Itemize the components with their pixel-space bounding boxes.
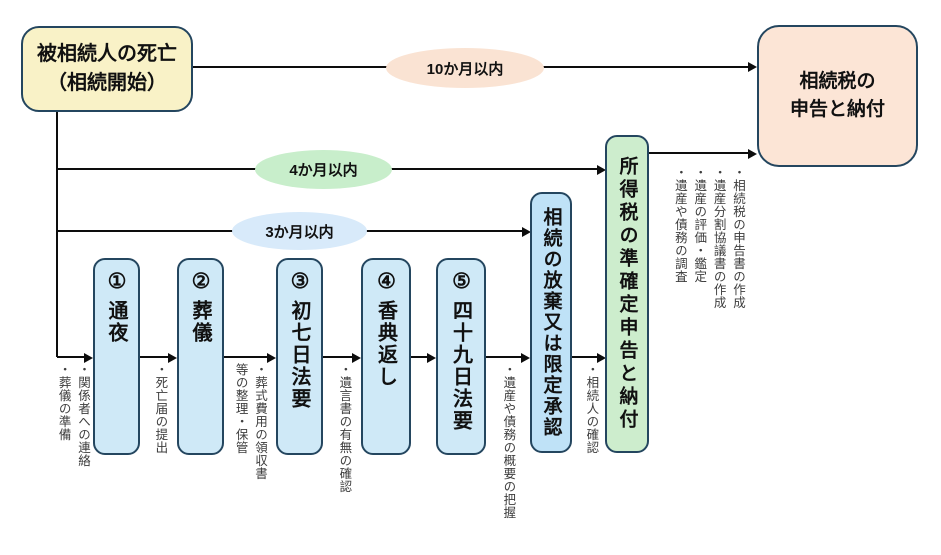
deadline-3-months-label: 3か月以内 — [265, 223, 334, 241]
step-1-label: 通夜 — [105, 300, 127, 344]
arrowhead-to-income-tax — [597, 165, 606, 175]
step-box-3: ③ 初七日法要 — [276, 258, 323, 455]
deadline-badge-4-months: 4か月以内 — [255, 150, 392, 189]
step-1-text: ① 通夜 — [105, 269, 128, 453]
arrowhead-to-result — [748, 62, 757, 72]
step-box-5: ⑤ 四十九日法要 — [436, 258, 486, 455]
arrowhead-to-renounce — [522, 227, 531, 237]
deadline-4-months-label: 4か月以内 — [289, 162, 358, 179]
note-after-step5: ・遺産や債務の概要の把握 — [501, 363, 516, 519]
note-after-step3: ・遺言書の有無の確認 — [337, 363, 352, 493]
step-4-label: 香典返し — [374, 300, 397, 388]
step-5-label: 四十九日法要 — [449, 300, 472, 432]
step-box-4: ④ 香典返し — [361, 258, 411, 455]
arrowhead-step1 — [84, 353, 93, 363]
deadline-badge-3-months: 3か月以内 — [232, 212, 367, 250]
renounce-label: 相続の放棄又は限定承認 — [540, 207, 562, 438]
connector-step1-step2 — [140, 356, 168, 358]
step-4-number: ④ — [374, 269, 398, 293]
arrowhead-step5 — [427, 353, 436, 363]
step-4-text: ④ 香典返し — [374, 269, 398, 453]
note-before-step1: ・関係者への連絡 ・葬儀の準備 — [56, 363, 90, 467]
connector-step4-step5 — [411, 356, 427, 358]
income-tax-label: 所得税の準確定申告と納付 — [616, 156, 638, 432]
step-3-label: 初七日法要 — [288, 300, 310, 410]
step-box-1: ① 通夜 — [93, 258, 140, 455]
step-2-label: 葬儀 — [189, 300, 211, 344]
note-after-step1: ・死亡届の提出 — [153, 363, 168, 454]
inheritance-tax-filing-node: 相続税の 申告と納付 — [757, 25, 918, 167]
arrowhead-renounce — [521, 353, 530, 363]
arrowhead-step4 — [352, 353, 361, 363]
connector-step5-renounce — [486, 356, 521, 358]
step-2-text: ② 葬儀 — [189, 269, 212, 453]
income-tax-return-node: 所得税の準確定申告と納付 — [605, 135, 649, 453]
step-3-number: ③ — [288, 269, 311, 293]
inheritance-tax-filing-label: 相続税の 申告と納付 — [789, 71, 885, 120]
arrowhead-result-lower — [748, 149, 757, 159]
arrowhead-step2 — [168, 353, 177, 363]
start-node-label: 被相続人の死亡 （相続開始） — [37, 43, 177, 94]
step-5-text: ⑤ 四十九日法要 — [449, 269, 473, 453]
deadline-badge-10-months: 10か月以内 — [386, 48, 544, 88]
step-2-number: ② — [189, 269, 212, 293]
step-3-text: ③ 初七日法要 — [288, 269, 311, 453]
start-node: 被相続人の死亡 （相続開始） — [21, 26, 193, 112]
arrowhead-step3 — [267, 353, 276, 363]
connector-main-vertical — [56, 111, 58, 357]
step-box-2: ② 葬儀 — [177, 258, 224, 455]
connector-incometax-result — [648, 152, 748, 154]
connector-renounce-incometax — [571, 356, 597, 358]
connector-to-step1 — [57, 356, 84, 358]
arrowhead-incometax — [597, 353, 606, 363]
note-inheritance-tasks: ・相続税の申告書の作成 ・遺産分割協議書の作成 ・遺産の評価・鑑定 ・遺産や債務… — [672, 166, 745, 309]
deadline-10-months-label: 10か月以内 — [426, 60, 504, 78]
note-after-step2: ・葬式費用の領収書 等の整理・保管 — [233, 363, 267, 480]
step-5-number: ⑤ — [449, 269, 473, 293]
connector-step3-step4 — [323, 356, 352, 358]
step-1-number: ① — [105, 269, 128, 293]
renounce-or-limited-acceptance-node: 相続の放棄又は限定承認 — [530, 192, 572, 453]
note-after-renounce: ・相続人の確認 — [584, 363, 599, 454]
connector-step2-step3 — [224, 356, 267, 358]
